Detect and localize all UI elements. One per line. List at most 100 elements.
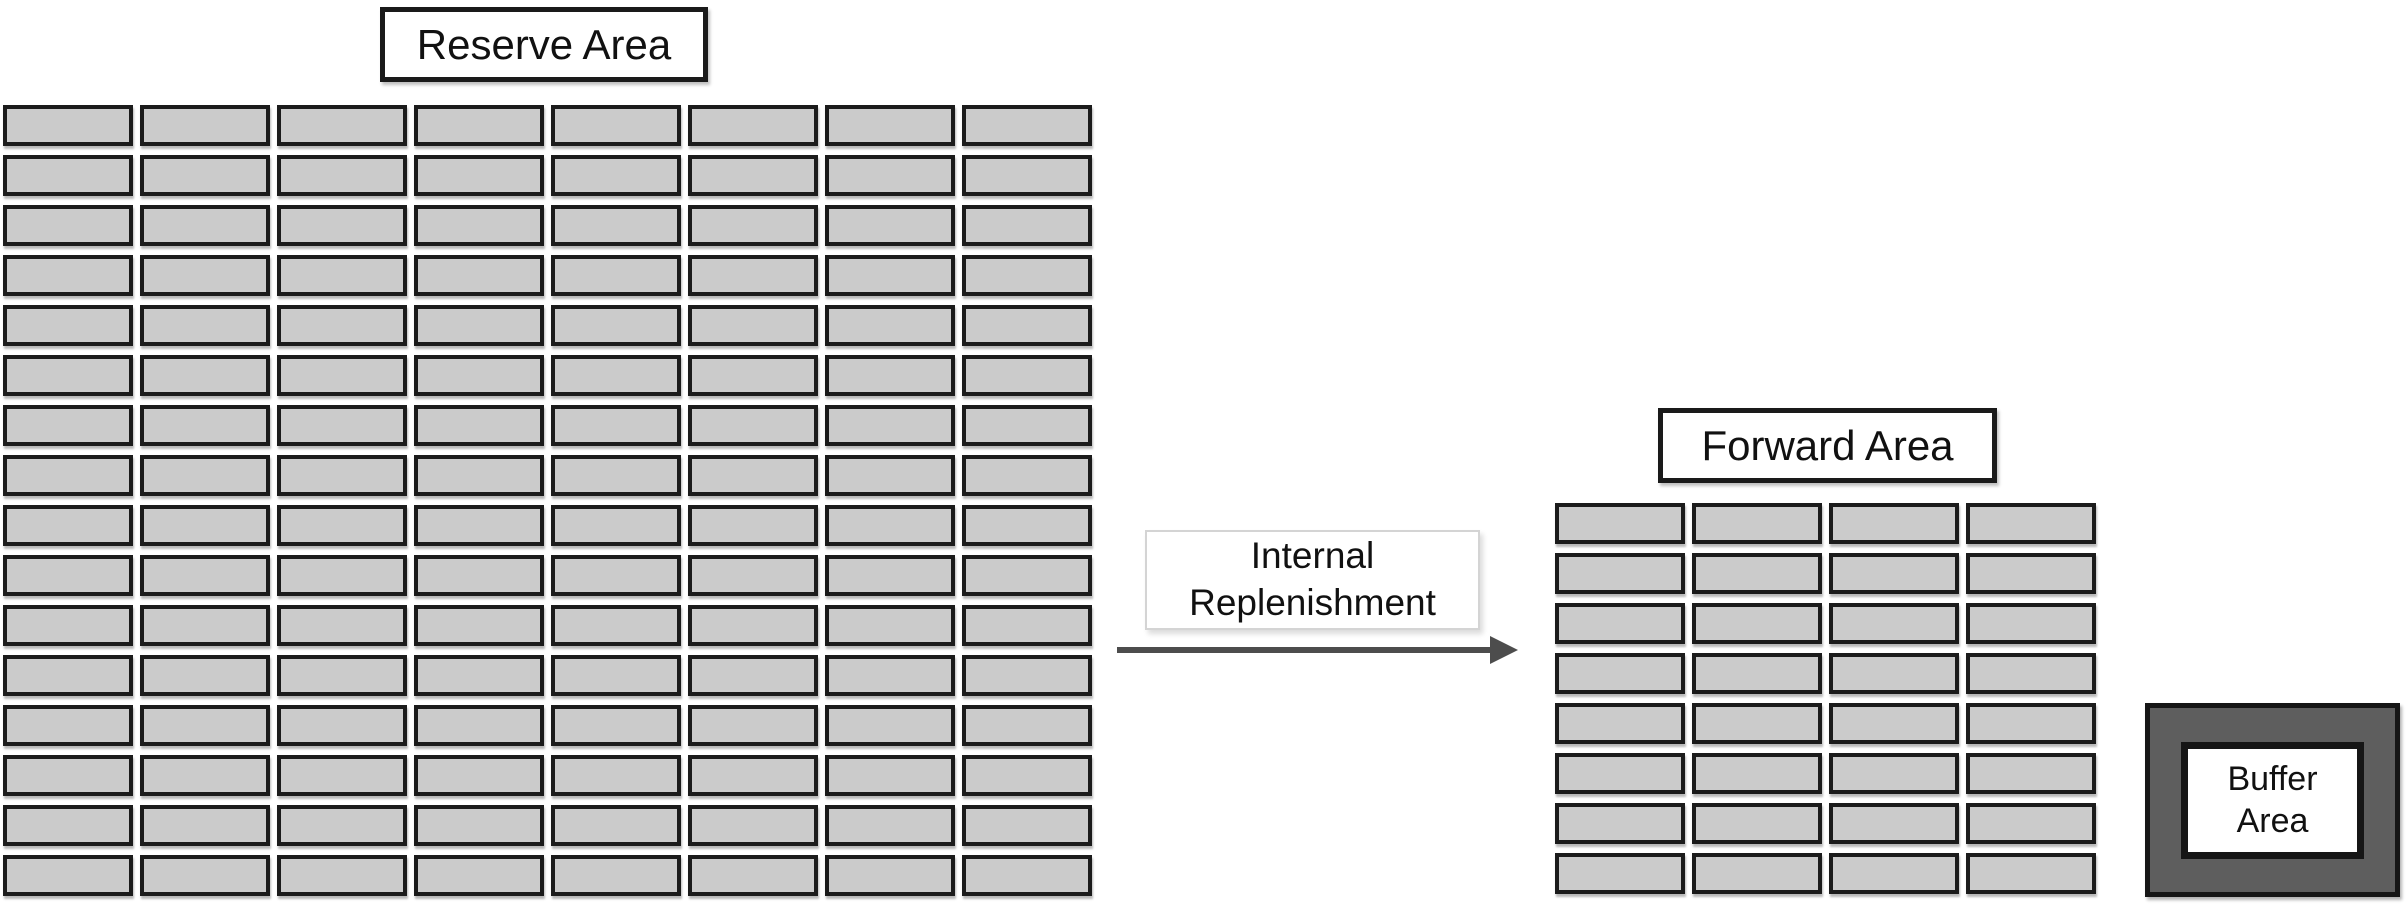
pallet-slot: [3, 455, 133, 496]
pallet-slot: [140, 205, 270, 246]
pallet-slot: [3, 655, 133, 696]
pallet-slot: [277, 555, 407, 596]
pallet-slot: [3, 755, 133, 796]
pallet-slot: [551, 155, 681, 196]
pallet-slot: [1829, 653, 1959, 694]
pallet-slot: [140, 305, 270, 346]
pallet-slot: [1555, 503, 1685, 544]
pallet-slot: [551, 405, 681, 446]
pallet-slot: [1829, 603, 1959, 644]
pallet-slot: [277, 155, 407, 196]
buffer-area-box: Buffer Area: [2145, 703, 2400, 897]
forward-area-label: Forward Area: [1658, 408, 1997, 483]
pallet-slot: [140, 805, 270, 846]
pallet-slot: [1829, 753, 1959, 794]
pallet-slot: [277, 805, 407, 846]
replenishment-arrow-line: [1117, 647, 1494, 653]
pallet-slot: [551, 555, 681, 596]
internal-replenishment-label: Internal Replenishment: [1145, 530, 1480, 630]
pallet-slot: [414, 555, 544, 596]
internal-replenishment-line2: Replenishment: [1189, 582, 1436, 623]
pallet-slot: [825, 655, 955, 696]
pallet-slot: [1555, 853, 1685, 894]
pallet-slot: [551, 205, 681, 246]
pallet-slot: [3, 155, 133, 196]
pallet-slot: [688, 655, 818, 696]
pallet-slot: [1966, 653, 2096, 694]
pallet-slot: [688, 355, 818, 396]
pallet-slot: [414, 455, 544, 496]
pallet-slot: [1829, 703, 1959, 744]
internal-replenishment-line1: Internal: [1250, 535, 1375, 577]
pallet-slot: [1692, 503, 1822, 544]
pallet-slot: [688, 305, 818, 346]
pallet-slot: [1966, 603, 2096, 644]
pallet-slot: [688, 205, 818, 246]
pallet-slot: [962, 805, 1092, 846]
pallet-slot: [825, 405, 955, 446]
pallet-slot: [825, 205, 955, 246]
pallet-slot: [3, 305, 133, 346]
pallet-slot: [277, 455, 407, 496]
pallet-slot: [688, 805, 818, 846]
pallet-slot: [688, 105, 818, 146]
pallet-slot: [414, 355, 544, 396]
pallet-slot: [962, 255, 1092, 296]
pallet-slot: [1555, 603, 1685, 644]
pallet-slot: [825, 355, 955, 396]
pallet-slot: [962, 205, 1092, 246]
pallet-slot: [414, 255, 544, 296]
pallet-slot: [1829, 803, 1959, 844]
forward-area-grid: [1555, 503, 2096, 894]
pallet-slot: [414, 405, 544, 446]
pallet-slot: [277, 105, 407, 146]
pallet-slot: [140, 855, 270, 896]
pallet-slot: [688, 855, 818, 896]
pallet-slot: [825, 455, 955, 496]
pallet-slot: [140, 705, 270, 746]
pallet-slot: [140, 155, 270, 196]
pallet-slot: [1829, 853, 1959, 894]
pallet-slot: [3, 855, 133, 896]
pallet-slot: [551, 455, 681, 496]
pallet-slot: [414, 705, 544, 746]
pallet-slot: [277, 755, 407, 796]
pallet-slot: [551, 305, 681, 346]
pallet-slot: [414, 655, 544, 696]
buffer-area-label: Buffer Area: [2181, 741, 2364, 859]
pallet-slot: [3, 705, 133, 746]
pallet-slot: [140, 655, 270, 696]
forward-area-label-text: Forward Area: [1701, 421, 1954, 469]
pallet-slot: [825, 305, 955, 346]
pallet-slot: [825, 805, 955, 846]
pallet-slot: [962, 655, 1092, 696]
pallet-slot: [551, 805, 681, 846]
pallet-slot: [688, 255, 818, 296]
pallet-slot: [414, 855, 544, 896]
pallet-slot: [277, 305, 407, 346]
pallet-slot: [1829, 553, 1959, 594]
pallet-slot: [1692, 753, 1822, 794]
pallet-slot: [1966, 803, 2096, 844]
pallet-slot: [1692, 603, 1822, 644]
pallet-slot: [688, 605, 818, 646]
pallet-slot: [825, 105, 955, 146]
pallet-slot: [551, 505, 681, 546]
replenishment-arrow-head-icon: [1490, 636, 1518, 664]
pallet-slot: [1966, 853, 2096, 894]
pallet-slot: [688, 405, 818, 446]
pallet-slot: [414, 155, 544, 196]
pallet-slot: [551, 755, 681, 796]
pallet-slot: [277, 705, 407, 746]
pallet-slot: [3, 805, 133, 846]
pallet-slot: [962, 105, 1092, 146]
pallet-slot: [1692, 653, 1822, 694]
pallet-slot: [1555, 753, 1685, 794]
pallet-slot: [1692, 703, 1822, 744]
pallet-slot: [688, 705, 818, 746]
pallet-slot: [140, 455, 270, 496]
pallet-slot: [140, 105, 270, 146]
pallet-slot: [688, 455, 818, 496]
pallet-slot: [1555, 553, 1685, 594]
